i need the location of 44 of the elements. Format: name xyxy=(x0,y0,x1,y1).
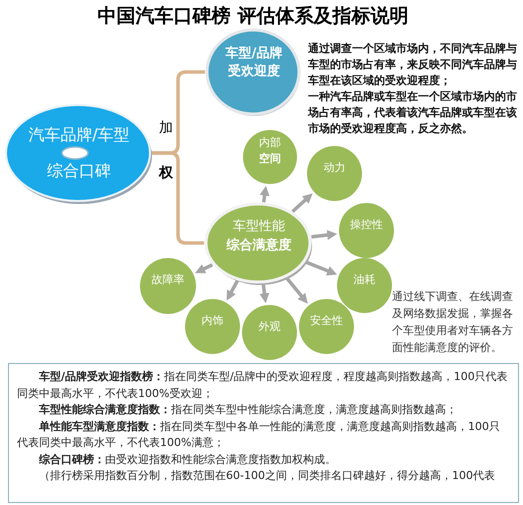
node-label: 汽车品牌/车型 xyxy=(28,125,130,145)
node-label: 油耗 xyxy=(354,272,376,288)
side-label: 权 xyxy=(159,164,173,182)
title: 中国汽车口碑榜 评估体系及指标说明 xyxy=(98,4,408,29)
node-label: 操控性 xyxy=(350,216,383,232)
note-paragraph: 单性能车型满意度指数：指在同类车型中各单一性能的满意度，满意度越高则指数越高，100只代表同类中最高水平，不代表100%满意； xyxy=(17,418,501,451)
circle-node xyxy=(307,146,362,201)
arrow xyxy=(311,230,338,240)
circle-node xyxy=(299,299,354,354)
node-label: 车型性能 xyxy=(233,218,285,236)
arrow xyxy=(260,186,270,202)
description-text: 通过线下调查、在线调查及网络数据发掘，掌握各个车型使用者对车辆各方面性能满意度的评价。 xyxy=(392,289,514,356)
node-label: 外观 xyxy=(258,318,280,334)
note-paragraph: 车型/品牌受欢迎指数榜：指在同类车型/品牌中的受欢迎程度，程度越高则指数越高，100只代表同类中最高水平，不代表100%受欢迎； xyxy=(17,369,509,402)
arrow xyxy=(291,193,313,213)
circle-node xyxy=(242,305,297,360)
arrow xyxy=(226,280,239,301)
description-text: 一种汽车品牌或车型在一个区域市场内的市场占有率高，代表着该汽车品牌或车型在该市场的受欢迎程度高，反之亦然。 xyxy=(308,89,518,137)
node-label: 内饰 xyxy=(202,312,224,328)
circle-node xyxy=(243,130,297,184)
circle-node xyxy=(339,203,394,258)
arrow xyxy=(260,284,270,304)
side-label: 加 xyxy=(159,119,173,137)
node-label: 动力 xyxy=(324,160,346,176)
note-paragraph: （排行榜采用指数百分制，指数范围在60-100之间，同类排名口碑越好，得分越高，100代表 xyxy=(38,468,496,484)
arrow xyxy=(305,260,338,276)
description-text: 通过调查一个区域市场内，不同汽车品牌与车型的市场占有率，来反映不同汽车品牌与车型在该区域的受欢迎程度； xyxy=(308,41,518,89)
note-box xyxy=(8,363,519,503)
note-paragraph: 车型性能综合满意度指数：指在同类车型中性能综合满意度，满意度越高则指数越高； xyxy=(38,402,458,418)
disc-node xyxy=(4,103,154,207)
node-label: 车型/品牌受欢迎度 xyxy=(224,45,284,81)
circle-node xyxy=(140,258,196,314)
circle-node xyxy=(337,258,392,313)
node-label: 综合口碑 xyxy=(47,161,111,181)
arrow xyxy=(195,263,214,274)
node-label: 安全性 xyxy=(310,312,343,328)
ellipse-node xyxy=(204,202,314,288)
node-label: 综合满意度 xyxy=(226,236,292,255)
note-paragraph: 综合口碑榜：由受欢迎指数和性能综合满意度指数加权构成。 xyxy=(38,452,337,468)
node-label: 内部空间 xyxy=(258,135,282,167)
node-label: 故障率 xyxy=(152,272,184,288)
arrow xyxy=(285,276,308,304)
brace-line xyxy=(150,151,204,245)
circle-node xyxy=(185,299,240,354)
